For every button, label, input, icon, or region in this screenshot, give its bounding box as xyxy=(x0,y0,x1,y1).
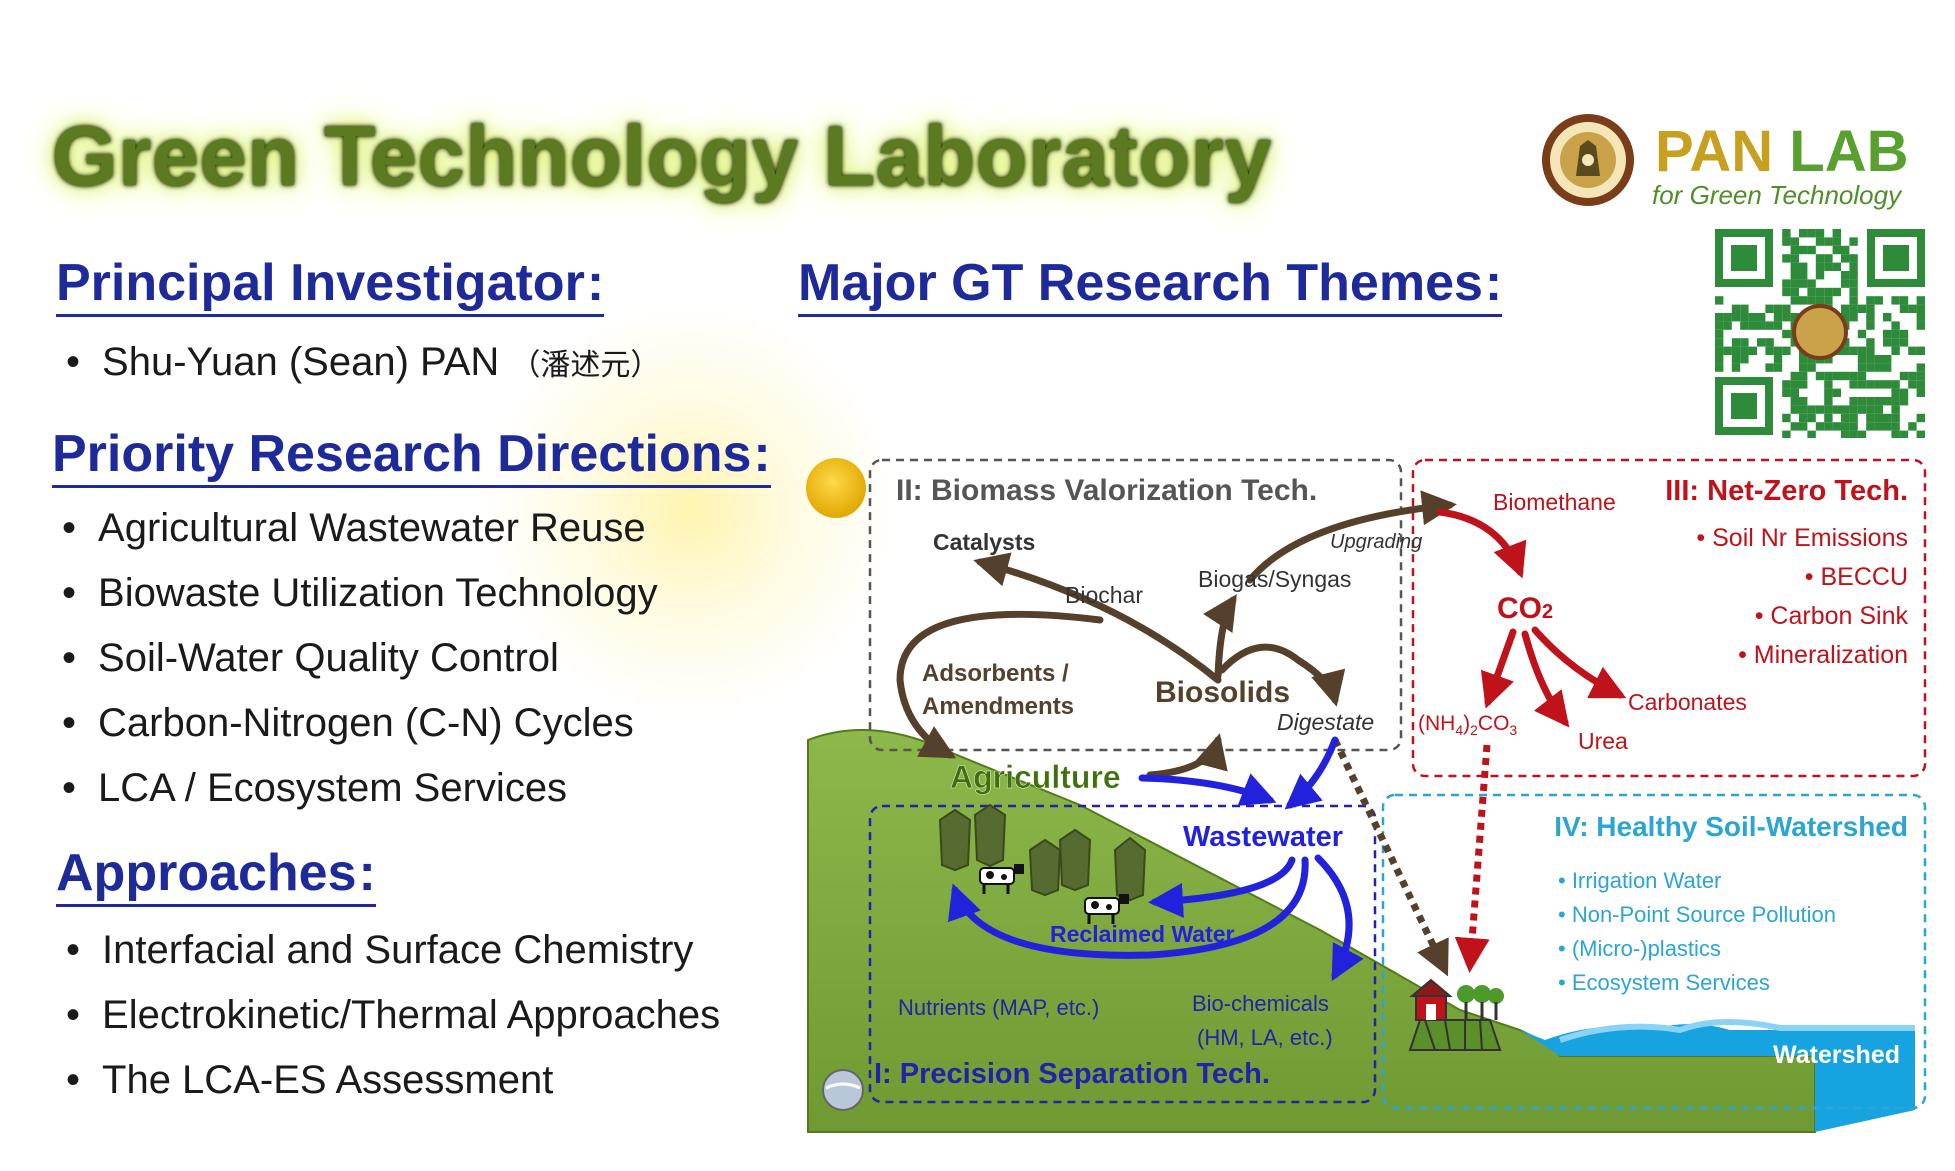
list-item: Carbon-Nitrogen (C-N) Cycles xyxy=(62,691,658,756)
label-agriculture: Agriculture xyxy=(950,759,1121,795)
arrow-agriculture-wastewater xyxy=(1138,773,1277,806)
label-watershed: Watershed xyxy=(1773,1041,1900,1069)
netzero-item: • BECCU xyxy=(1805,563,1908,591)
arrow-biosolids-digestate xyxy=(1218,643,1346,707)
arrow-biosolids-catalysts xyxy=(973,552,1222,684)
approaches-heading: Approaches: xyxy=(56,844,376,908)
box-precision-separation xyxy=(868,804,1377,1104)
label-upgrading: Upgrading xyxy=(1330,531,1422,553)
label-biochemicals-sub: (HM, LA, etc.) xyxy=(1197,1025,1333,1050)
arrow-digestate-farm xyxy=(1331,738,1449,977)
pi-heading: Principal Investigator: xyxy=(56,254,605,318)
arrow-co2-nh4 xyxy=(1480,628,1517,709)
list-item: Interfacial and Surface Chemistry xyxy=(66,918,720,983)
box-biomass-valorization xyxy=(868,458,1403,752)
approaches-list: Interfacial and Surface Chemistry Electr… xyxy=(66,918,720,1113)
list-item: Shu-Yuan (Sean) PAN （潘述元） xyxy=(66,330,660,398)
arrow-upgrading xyxy=(1246,490,1457,584)
netzero-item: • Mineralization xyxy=(1738,641,1908,669)
netzero-item: • Carbon Sink xyxy=(1755,602,1909,630)
box4-title: IV: Healthy Soil-Watershed xyxy=(1554,811,1908,842)
box-healthy-soil xyxy=(1381,793,1927,1110)
box-net-zero xyxy=(1411,458,1927,778)
tree-icons xyxy=(938,803,1147,902)
list-item: Soil-Water Quality Control xyxy=(62,626,658,691)
label-urea: Urea xyxy=(1578,728,1628,754)
netzero-item: • Soil Nr Emissions xyxy=(1696,524,1908,552)
university-seal-icon xyxy=(1540,112,1636,208)
label-catalysts: Catalysts xyxy=(933,529,1035,555)
lab-logo-text: PAN LAB xyxy=(1655,119,1909,184)
soil-item: • Irrigation Water xyxy=(1558,868,1721,893)
globe-icon xyxy=(822,1069,864,1111)
page-title: Green Technology Laboratory xyxy=(52,109,1273,203)
list-item: Agricultural Wastewater Reuse xyxy=(62,496,658,561)
label-co2: CO2 xyxy=(1497,592,1553,625)
list-item: The LCA-ES Assessment xyxy=(66,1048,720,1113)
arrow-nh4-farm xyxy=(1454,744,1491,973)
arrow-agriculture-biosolids xyxy=(1146,733,1228,779)
arrow-upgrading-co2 xyxy=(1436,508,1527,579)
label-wastewater: Wastewater xyxy=(1183,821,1343,853)
sun-icon xyxy=(806,458,866,518)
label-biomethane: Biomethane xyxy=(1493,489,1616,515)
label-biogas: Biogas/Syngas xyxy=(1198,566,1351,592)
arrow-wastewater-biochemicals xyxy=(1314,854,1364,982)
arrow-digestate-wastewater xyxy=(1284,736,1339,810)
arrow-co2-urea xyxy=(1521,630,1570,728)
label-biochar: Biochar xyxy=(1065,582,1143,608)
soil-item: • Non-Point Source Pollution xyxy=(1558,902,1836,927)
label-adsorbents: Adsorbents / xyxy=(922,660,1069,687)
priority-heading: Priority Research Directions: xyxy=(52,425,771,489)
list-item: Electrokinetic/Thermal Approaches xyxy=(66,983,720,1048)
arrow-agriculture-adsorbents xyxy=(896,610,1104,759)
label-reclaimed: Reclaimed Water xyxy=(1050,921,1235,947)
cow-icon xyxy=(979,864,1024,894)
label-carbonates: Carbonates xyxy=(1628,689,1747,715)
label-nutrients: Nutrients (MAP, etc.) xyxy=(898,995,1099,1020)
label-amendments: Amendments xyxy=(922,693,1074,720)
cow-icon xyxy=(1084,894,1129,924)
label-biosolids: Biosolids xyxy=(1155,676,1290,709)
label-biochemicals: Bio-chemicals xyxy=(1192,991,1329,1016)
watershed-water xyxy=(1520,1024,1915,1132)
list-item: Biowaste Utilization Technology xyxy=(62,561,658,626)
box1-title: I: Precision Separation Tech. xyxy=(874,1058,1270,1090)
soil-item: • (Micro-)plastics xyxy=(1558,936,1721,961)
arrow-wastewater-reclaimed xyxy=(1148,856,1296,918)
box2-title: II: Biomass Valorization Tech. xyxy=(896,474,1317,507)
label-nh4co3: (NH4)2CO3 xyxy=(1418,712,1517,738)
arrow-wastewater-nutrients xyxy=(947,856,1309,959)
soil-item: • Ecosystem Services xyxy=(1558,970,1770,995)
box3-title: III: Net-Zero Tech. xyxy=(1665,475,1908,507)
qr-code[interactable] xyxy=(1710,226,1930,439)
label-digestate: Digestate xyxy=(1277,709,1374,735)
arrow-biosolids-biogas xyxy=(1203,594,1237,680)
arrow-co2-carbonates xyxy=(1531,626,1627,699)
themes-heading: Major GT Research Themes: xyxy=(798,254,1503,318)
pi-list: Shu-Yuan (Sean) PAN （潘述元） xyxy=(66,330,660,398)
priority-list: Agricultural Wastewater Reuse Biowaste U… xyxy=(62,496,658,821)
list-item: LCA / Ecosystem Services xyxy=(62,756,658,821)
lab-logo-tagline: for Green Technology xyxy=(1652,180,1902,210)
farm-icon xyxy=(1408,978,1504,1051)
